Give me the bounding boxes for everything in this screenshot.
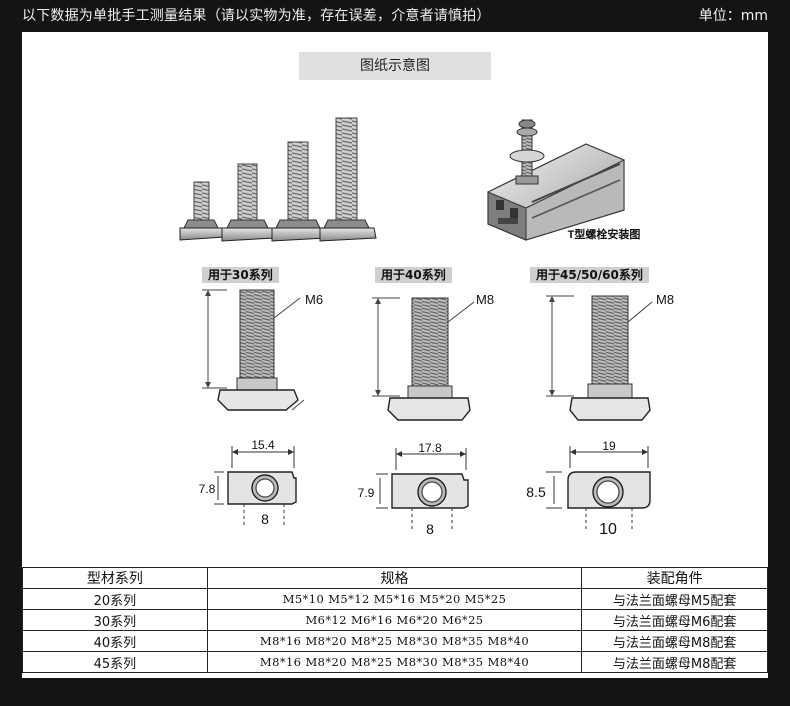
cell-fitting: 与法兰面螺母M8配套 <box>581 630 768 652</box>
side-view-30 <box>202 289 305 411</box>
top-view-40 <box>376 448 469 532</box>
thread-label-30: M6 <box>305 292 323 307</box>
cell-series: 20系列 <box>22 588 208 610</box>
header-spec: 规格 <box>206 567 583 589</box>
thread-label-45: M8 <box>656 292 674 307</box>
measurement-note: 以下数据为单批手工测量结果（请以实物为准，存在误差，介意者请慎拍） <box>22 8 491 24</box>
cell-fitting: 与法兰面螺母M8配套 <box>581 651 768 673</box>
table-row: 30系列 M6*12 M6*16 M6*20 M6*25 与法兰面螺母M6配套 <box>22 609 768 631</box>
side-view-45-50-60 <box>546 295 653 421</box>
spec-table: 型材系列 规格 装配角件 20系列 M5*10 M5*12 M5*16 M5*2… <box>22 567 768 673</box>
thread-label-40: M8 <box>476 292 494 307</box>
cell-series: 30系列 <box>22 609 208 631</box>
table-header-row: 型材系列 规格 装配角件 <box>22 567 768 589</box>
width-label-45: 19 <box>602 439 616 453</box>
drawing-banner: 图纸示意图 <box>299 52 491 80</box>
slot-label-45: 10 <box>599 521 617 538</box>
series-tag-30: 用于30系列 <box>202 267 279 283</box>
cell-spec: M5*10 M5*12 M5*16 M5*20 M5*25 <box>206 588 583 610</box>
unit-label: 单位：mm <box>698 8 768 24</box>
series-tag-45: 用于45/50/60系列 <box>530 267 649 283</box>
cell-spec: M6*12 M6*16 M6*20 M6*25 <box>206 609 583 631</box>
side-view-40 <box>372 297 475 421</box>
cell-spec: M8*16 M8*20 M8*25 M8*30 M8*35 M8*40 <box>206 651 583 673</box>
cell-fitting: 与法兰面螺母M5配套 <box>581 588 768 610</box>
install-illustration <box>487 119 625 241</box>
height-label-30: 7.8 <box>199 482 216 496</box>
spec-sheet: 图纸示意图 <box>22 32 768 678</box>
table-row: 45系列 M8*16 M8*20 M8*25 M8*30 M8*35 M8*40… <box>22 651 768 673</box>
install-caption: T型螺栓安装图 <box>568 227 641 241</box>
top-view-30 <box>214 446 297 526</box>
slot-label-40: 8 <box>426 521 434 537</box>
width-label-40: 17.8 <box>418 441 442 455</box>
cell-spec: M8*16 M8*20 M8*25 M8*30 M8*35 M8*40 <box>206 630 583 652</box>
cell-fitting: 与法兰面螺母M6配套 <box>581 609 768 631</box>
width-label-30: 15.4 <box>251 438 275 452</box>
tbolt-lineup-image <box>179 117 377 242</box>
header-profile-series: 型材系列 <box>22 567 208 589</box>
height-label-45: 8.5 <box>526 484 546 500</box>
header-fitting: 装配角件 <box>581 567 768 589</box>
cell-series: 40系列 <box>22 630 208 652</box>
slot-label-30: 8 <box>261 511 269 527</box>
top-view-45-50-60 <box>546 446 651 532</box>
technical-drawing: T型螺栓安装图 M6 M8 <box>179 117 674 538</box>
header-bar: 以下数据为单批手工测量结果（请以实物为准，存在误差，介意者请慎拍） 单位：mm <box>0 0 790 30</box>
height-label-40: 7.9 <box>358 486 375 500</box>
table-row: 40系列 M8*16 M8*20 M8*25 M8*30 M8*35 M8*40… <box>22 630 768 652</box>
table-row: 20系列 M5*10 M5*12 M5*16 M5*20 M5*25 与法兰面螺… <box>22 588 768 610</box>
cell-series: 45系列 <box>22 651 208 673</box>
series-tag-40: 用于40系列 <box>375 267 452 283</box>
